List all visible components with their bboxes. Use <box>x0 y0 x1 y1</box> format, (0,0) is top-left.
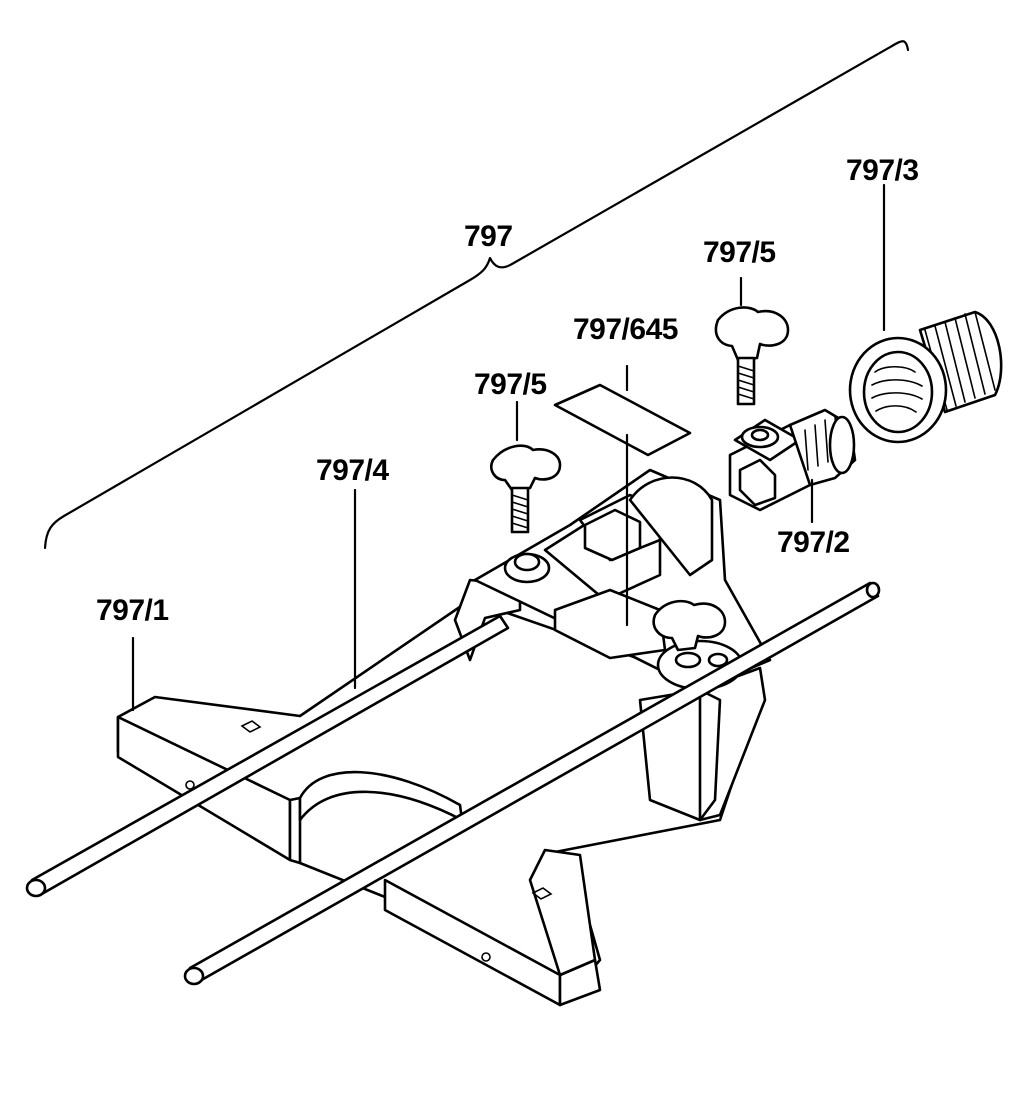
label-screw-right: 797/5 <box>703 236 776 269</box>
label-nut: 797/3 <box>846 154 919 187</box>
label-base: 797/1 <box>96 594 169 627</box>
guide-rod-back <box>183 581 881 986</box>
wing-screw-right <box>714 306 790 406</box>
leader-lines <box>131 183 886 712</box>
clamp-piece <box>728 408 857 512</box>
threaded-nut <box>848 310 1003 444</box>
assembly-brace <box>43 40 910 550</box>
label-assembly: 797 <box>464 220 513 253</box>
wing-screw-installed <box>652 599 727 652</box>
label-screw-left: 797/5 <box>474 368 547 401</box>
wing-screw-left <box>490 444 562 534</box>
label-rod: 797/4 <box>316 454 389 487</box>
label-clamp: 797/2 <box>777 526 850 559</box>
label-plate <box>553 383 692 457</box>
guide-rod-front <box>25 614 510 898</box>
label-label-plate: 797/645 <box>573 313 678 346</box>
